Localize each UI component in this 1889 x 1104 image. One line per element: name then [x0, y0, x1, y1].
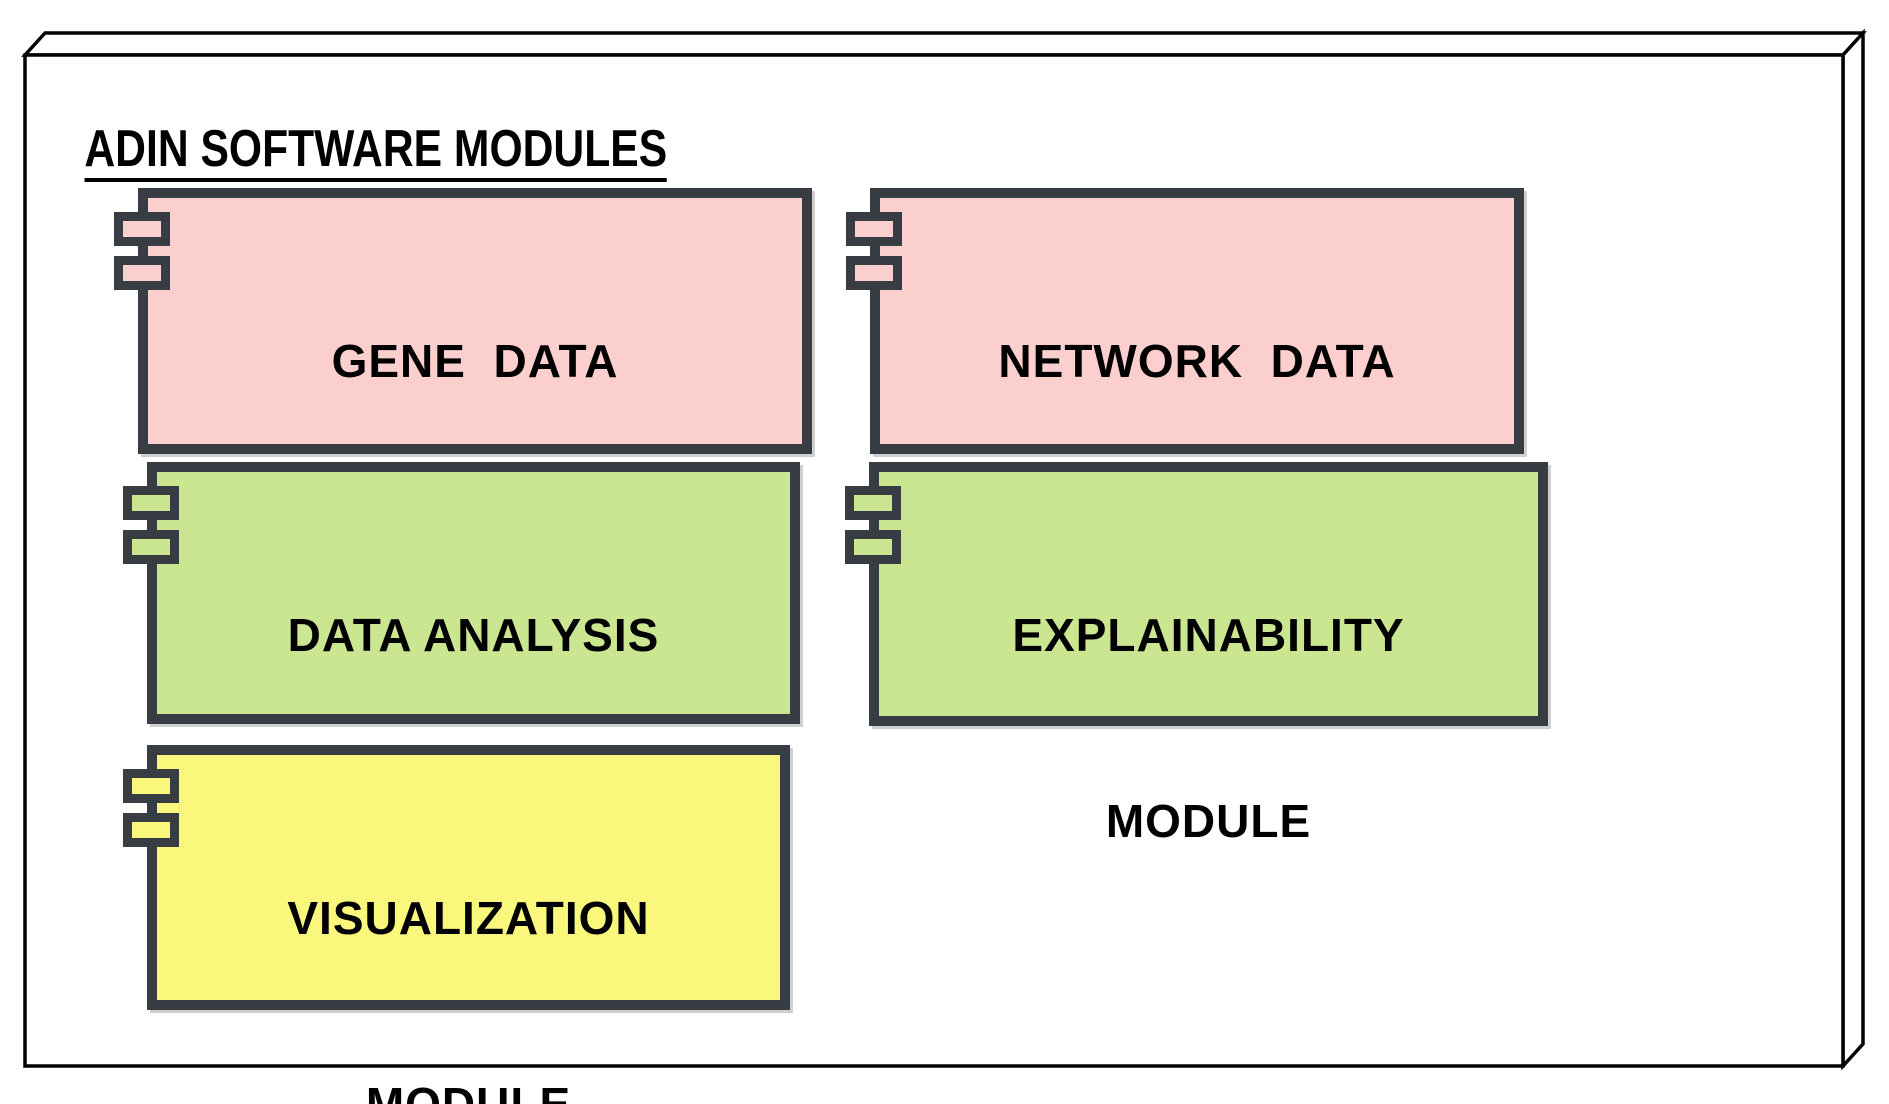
module-gene-data-processing: GENE DATA PROCESSING MODULE: [114, 188, 812, 573]
module-explainability: EXPLAINABILITY MODULE: [845, 462, 1548, 847]
module-network-data-processing: NETWORK DATA PROCESSING MODULE: [846, 188, 1524, 573]
module-label-line2: MODULE: [1105, 795, 1312, 847]
component-port-icon: [123, 769, 179, 803]
node-right-face: [1841, 28, 1865, 1071]
component-port-icon: [846, 256, 902, 290]
module-label-line1: GENE DATA: [331, 335, 619, 387]
module-label-line1: VISUALIZATION: [287, 892, 650, 944]
module-label-line2: MODULE: [365, 1078, 572, 1104]
module-label-line1: DATA ANALYSIS: [287, 609, 660, 661]
component-port-icon: [114, 212, 170, 246]
module-label-line1: NETWORK DATA: [998, 335, 1396, 387]
module-label: VISUALIZATION MODULE: [157, 763, 780, 1104]
module-visualization: VISUALIZATION MODULE: [123, 745, 790, 1104]
diagram-title: ADIN SOFTWARE MODULES: [37, 71, 668, 234]
component-port-icon: [123, 530, 179, 564]
component-port-icon: [123, 486, 179, 520]
module-data-analysis: DATA ANALYSIS MODULE: [123, 462, 800, 847]
component-port-icon: [845, 530, 901, 564]
component-port-icon: [845, 486, 901, 520]
component-port-icon: [114, 256, 170, 290]
diagram-title-text: ADIN SOFTWARE MODULES: [84, 123, 668, 182]
component-port-icon: [846, 212, 902, 246]
component-port-icon: [123, 813, 179, 847]
module-label: EXPLAINABILITY MODULE: [879, 480, 1538, 976]
node-top-face: [21, 31, 1867, 57]
module-label-line1: EXPLAINABILITY: [1012, 609, 1405, 661]
